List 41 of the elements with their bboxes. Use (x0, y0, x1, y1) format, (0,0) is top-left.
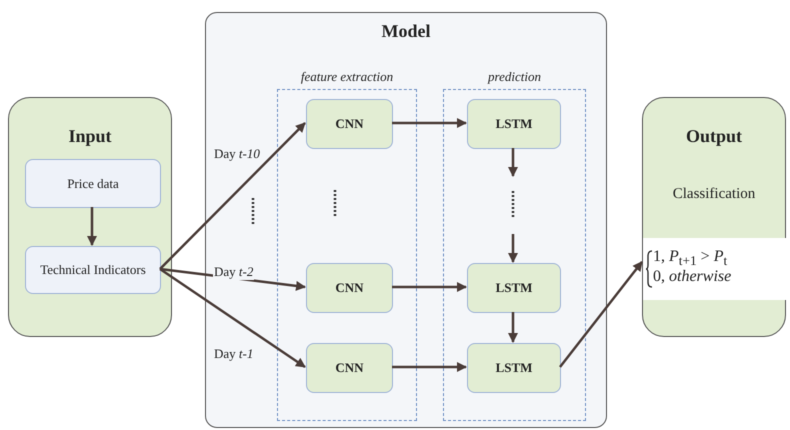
arrow (392, 118, 467, 128)
model-panel (205, 12, 607, 428)
container-panel (642, 97, 786, 337)
arrow (508, 234, 518, 263)
process-box (306, 99, 393, 149)
box-text: LSTM (496, 116, 532, 132)
formula-band (643, 238, 787, 300)
box-text: CNN (335, 116, 364, 132)
box-text: LSTM (496, 280, 532, 296)
box-text: CNN (335, 360, 364, 376)
process-box (467, 99, 561, 149)
group-label: prediction (486, 69, 542, 85)
arrow (392, 282, 467, 292)
box-text: LSTM (496, 360, 532, 376)
process-box (306, 263, 393, 313)
process-box (25, 159, 161, 208)
edge-label: Day t-10 (213, 146, 261, 162)
edge-label: Day t-2 (213, 264, 254, 280)
process-box (467, 343, 561, 393)
edge-label: Day t-1 (213, 346, 254, 362)
arrow (508, 312, 518, 343)
formula-line: 1, P$_{t+1}$ > P$_{t}$ (653, 248, 728, 270)
container-panel (8, 97, 172, 337)
formula-line: 0, otherwise (653, 268, 732, 286)
panel-title: Output (684, 126, 744, 147)
process-box (306, 343, 393, 393)
box-text: Technical Indicators (40, 262, 146, 278)
arrow (392, 362, 467, 372)
panel-subtitle: Classification (672, 186, 756, 203)
arrow (159, 122, 306, 270)
panel-title: Input (67, 126, 113, 147)
arrow (508, 148, 518, 177)
panel-title: Model (380, 21, 432, 42)
process-box (467, 263, 561, 313)
arrow (559, 261, 643, 368)
box-text: Price data (67, 176, 119, 192)
group-label: feature extraction (300, 69, 394, 85)
process-box (25, 246, 161, 294)
arrow (87, 207, 97, 246)
box-text: CNN (335, 280, 364, 296)
arrow (159, 268, 306, 368)
